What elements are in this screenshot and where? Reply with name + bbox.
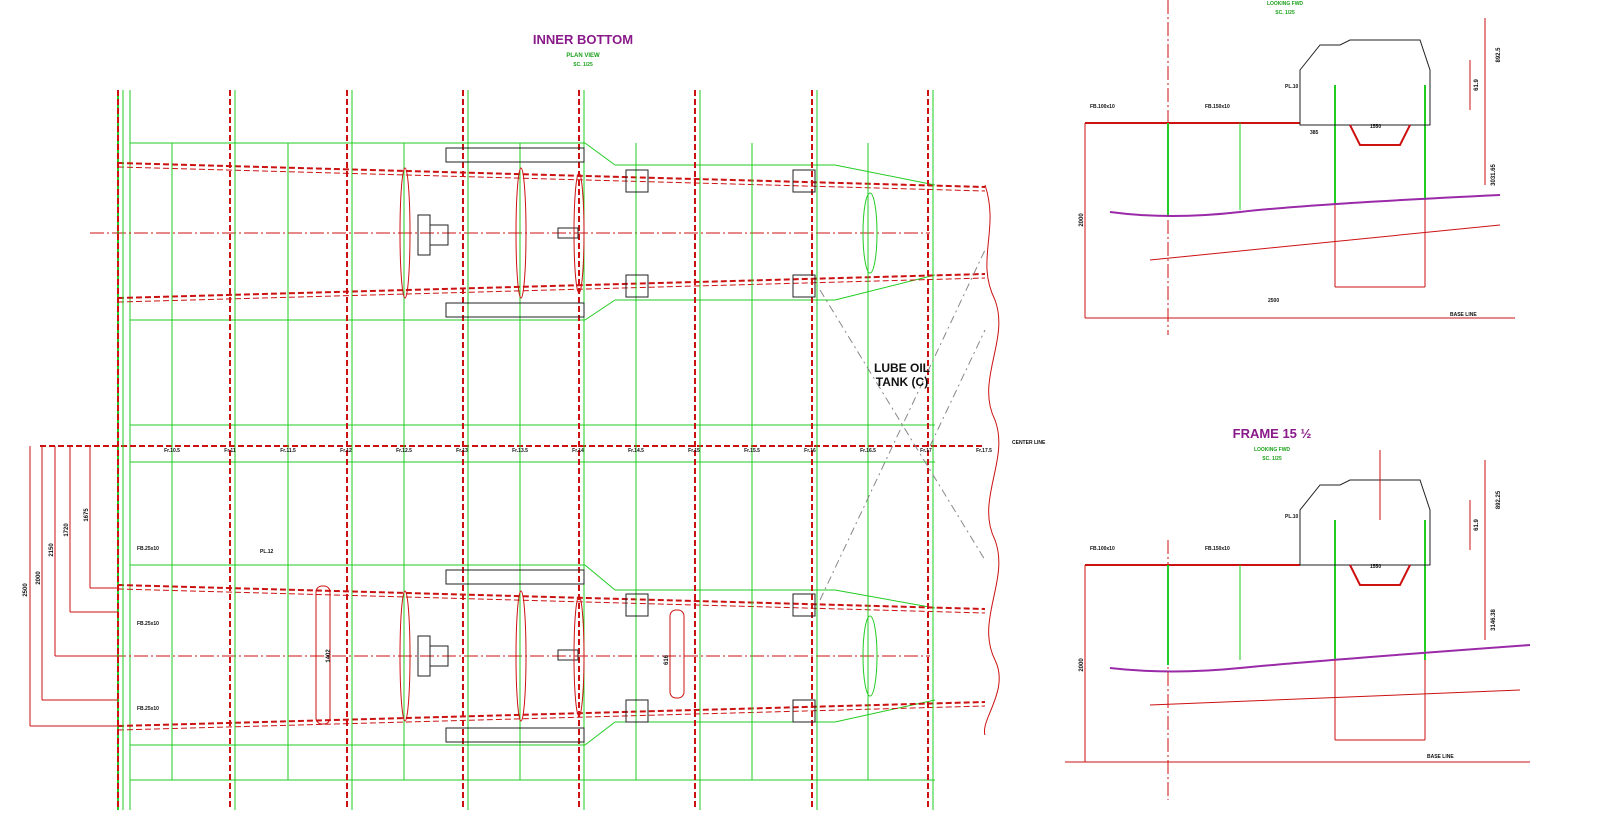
sec-bottom-pl: PL.10	[1285, 514, 1299, 520]
section-top: LOOKING FWD SC. 1/25 FB.100x10 FB.150x10…	[1079, 0, 1515, 335]
centerline-label: CENTER LINE	[1012, 440, 1046, 446]
sec-bottom-dim-5: 1550	[1370, 564, 1381, 570]
lube-oil-tank-outline	[819, 184, 1000, 736]
sec-bottom-dim-1: 892.25	[1496, 490, 1502, 509]
left-dimensions: 2500 2000 2150 1720 1675	[23, 446, 118, 727]
dim-left-3: 2150	[49, 543, 55, 557]
sec-top-dim-7: 1550	[1370, 124, 1381, 130]
section-bottom: FRAME 15 ½ LOOKING FWD SC. 1/25 FB.100x1…	[1065, 426, 1531, 800]
frame-label: Fr.17	[920, 448, 932, 454]
sec-bottom-subtitle: LOOKING FWD	[1254, 447, 1290, 453]
sec-bottom-fb-left: FB.100x10	[1090, 546, 1115, 552]
sec-top-dim-3: 3031.65	[1491, 164, 1497, 186]
frame-label: Fr.13.5	[512, 448, 528, 454]
sec-top-dim-2: 61.9	[1474, 79, 1480, 91]
dim-1402: 1402	[326, 649, 332, 663]
sec-bottom-title: FRAME 15 ½	[1233, 426, 1312, 441]
dim-left-2: 2000	[36, 571, 42, 585]
frame-label: Fr.12.5	[396, 448, 412, 454]
fb-label-2: FB.25x10	[137, 621, 159, 627]
sec-bottom-scale: SC. 1/25	[1262, 456, 1282, 462]
sec-top-fb-left: FB.100x10	[1090, 104, 1115, 110]
longitudinal-girders	[40, 162, 986, 731]
sec-bottom-baseline: BASE LINE	[1427, 754, 1454, 760]
sec-bottom-fb-mid: FB.150x10	[1205, 546, 1230, 552]
plan-subtitle: PLAN VIEW	[566, 53, 600, 59]
dim-616: 616	[664, 654, 670, 665]
frame-label: Fr.15.5	[744, 448, 760, 454]
sec-top-dim-5: 2500	[1268, 298, 1279, 304]
sec-bottom-dim-3: 3146.38	[1491, 609, 1497, 631]
dim-left-5: 1675	[84, 508, 90, 522]
sec-bottom-dim-2: 61.9	[1474, 519, 1480, 531]
frame-labels: Fr.10.5 Fr.11 Fr.11.5 Fr.12 Fr.12.5 Fr.13 Fr.1…	[164, 448, 992, 454]
sec-top-baseline: BASE LINE	[1450, 312, 1477, 318]
frame-label: Fr.14.5	[628, 448, 644, 454]
pl-label: PL.12	[260, 549, 274, 555]
sec-top-dim-4: 2000	[1079, 213, 1085, 227]
sec-top-subtitle: LOOKING FWD	[1267, 1, 1303, 7]
transverse-frames	[117, 90, 934, 810]
frame-label: Fr.11.5	[280, 448, 296, 454]
dim-left-4: 1720	[64, 523, 70, 537]
frame-label: Fr.11	[224, 448, 236, 454]
frame-label: Fr.14	[572, 448, 584, 454]
frame-label: Fr.12	[340, 448, 352, 454]
tank-label-2: TANK (C)	[876, 375, 928, 389]
sec-top-fb-mid: FB.150x10	[1205, 104, 1230, 110]
tank-label-1: LUBE OIL	[874, 361, 930, 375]
dim-left-1: 2500	[23, 583, 29, 597]
fb-label-3: FB.25x10	[137, 706, 159, 712]
plan-scale: SC. 1/25	[573, 62, 593, 68]
frame-label: Fr.17.5	[976, 448, 992, 454]
frame-label: Fr.16.5	[860, 448, 876, 454]
fb-label-1: FB.25x10	[137, 546, 159, 552]
frame-label: Fr.15	[688, 448, 700, 454]
engine-seats	[315, 147, 878, 743]
plan-title: INNER BOTTOM	[533, 32, 633, 47]
sec-bottom-dim-4: 2000	[1079, 658, 1085, 672]
sec-top-scale: SC. 1/25	[1275, 10, 1295, 16]
inner-bottom-plan-view: INNER BOTTOM PLAN VIEW SC. 1/25	[23, 32, 1046, 810]
frame-label: Fr.13	[456, 448, 468, 454]
frame-label: Fr.10.5	[164, 448, 180, 454]
frame-label: Fr.16	[804, 448, 816, 454]
sec-top-dim-6: 385	[1310, 130, 1319, 136]
sec-top-dim-1: 892.5	[1496, 47, 1502, 63]
sec-top-pl: PL.10	[1285, 84, 1299, 90]
